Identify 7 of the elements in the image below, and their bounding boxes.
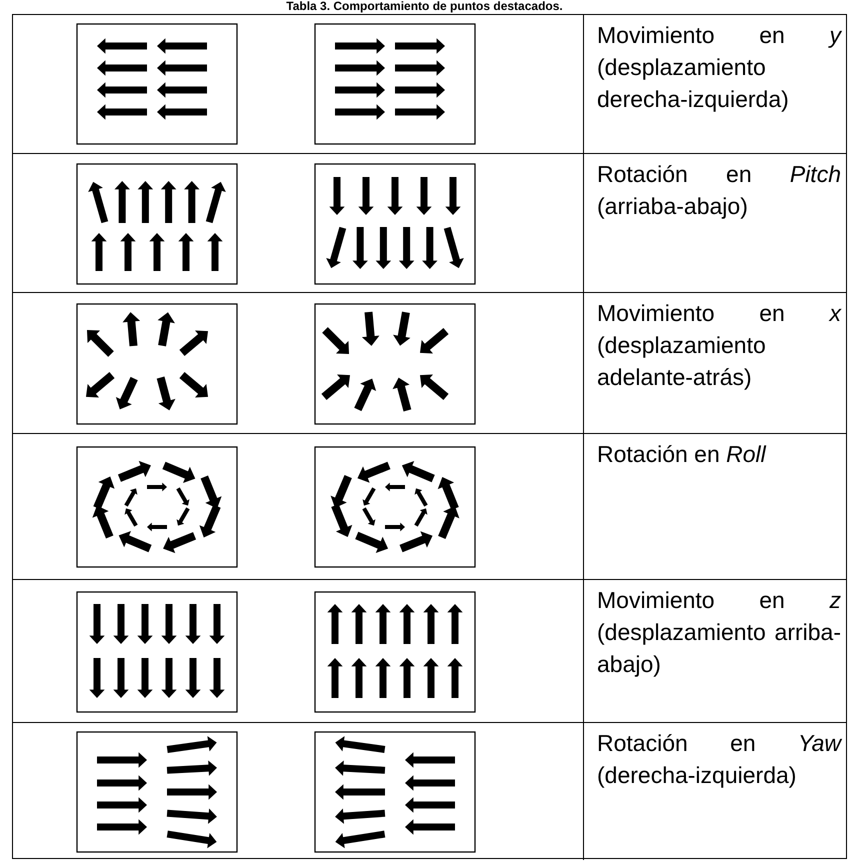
row-description: Movimiento en y (desplazamiento derecha-izquierda) (597, 21, 841, 114)
row-description: Rotación en Yaw (derecha-izquierda) (597, 729, 841, 790)
row-description: Rotación en Pitch (arriaba-abajo) (597, 160, 841, 221)
row-description: Rotación en Roll (597, 440, 768, 469)
row-description: Movimiento en x (desplazamiento adelante-atrás) (597, 299, 841, 392)
table-caption: Tabla 3. Comportamiento de puntos destacados. (285, 0, 564, 13)
row-description: Movimiento en z (desplazamiento arriba-abajo) (597, 586, 841, 679)
